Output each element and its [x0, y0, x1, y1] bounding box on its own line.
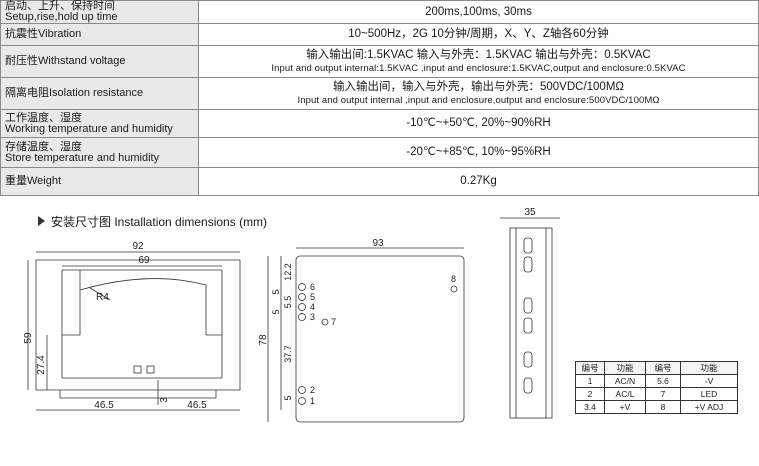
- dim-slot: 3: [159, 397, 170, 403]
- dim-5b: 5: [271, 309, 281, 314]
- dim-rail-width: 35: [524, 207, 536, 218]
- spec-label: 抗震性Vibration: [0, 23, 199, 46]
- pin-label: 7: [331, 317, 336, 327]
- dim-radius: R4: [96, 292, 109, 303]
- dim-width-total: 92: [132, 241, 144, 252]
- spec-value: 10~500Hz，2G 10分钟/周期，X、Y、Z轴各60分钟: [198, 23, 759, 46]
- rail-side-drawing: [500, 217, 560, 419]
- pin-table-header: 编号 功能 编号 功能: [575, 361, 738, 375]
- pin-table-cell: 8: [645, 400, 681, 414]
- spec-label-cn: 启动、上升、保持时间: [5, 0, 115, 12]
- spec-row-withstand: 耐压性Withstand voltage 输入输出间:1.5KVAC 输入与外壳…: [0, 45, 759, 78]
- pin-label: 3: [310, 312, 315, 322]
- dim-37-7: 37.7: [283, 345, 293, 363]
- spec-value: -20℃~+85℃, 10%~95%RH: [198, 137, 759, 168]
- spec-value-cn: 输入输出间，输入与外壳，输出与外壳：500VDC/100MΩ: [332, 80, 625, 93]
- spec-row-weight: 重量Weight 0.27Kg: [0, 167, 759, 196]
- pin-label: 1: [310, 396, 315, 406]
- pin-table-cell: +V ADJ: [680, 400, 738, 414]
- spec-label-cn: 工作温度、湿度: [5, 111, 82, 124]
- spec-value-en: Input and output internal ,input and enc…: [297, 94, 660, 106]
- pin-table-header-cell: 编号: [575, 361, 605, 375]
- spec-label-en: Weight: [27, 175, 62, 187]
- pin-table-cell: AC/N: [604, 374, 646, 388]
- pin-label: 8: [451, 274, 456, 284]
- pin-table-cell: 5.6: [645, 374, 681, 388]
- pin-label: 4: [310, 302, 315, 312]
- spec-label-en: Withstand voltage: [38, 55, 126, 67]
- spec-label-en: Working temperature and humidity: [5, 122, 173, 135]
- spec-label-cn: 存储温度、湿度: [5, 140, 82, 153]
- pin-table-cell: 7: [645, 387, 681, 401]
- dimensions-title-text: 安装尺寸图 Installation dimensions (mm): [51, 215, 268, 229]
- spec-value: 输入输出间:1.5KVAC 输入与外壳：1.5KVAC 输出与外壳：0.5KVA…: [198, 45, 759, 78]
- pin-table-header-cell: 功能: [680, 361, 738, 375]
- spec-value-cn: 输入输出间:1.5KVAC 输入与外壳：1.5KVAC 输出与外壳：0.5KVA…: [306, 48, 651, 61]
- spec-row-vibration: 抗震性Vibration 10~500Hz，2G 10分钟/周期，X、Y、Z轴各…: [0, 23, 759, 46]
- side-profile-drawing: [27, 251, 241, 411]
- pin-label: 5: [310, 292, 315, 302]
- spec-value: 200ms,100ms, 30ms: [198, 0, 759, 24]
- dimensions-title: 安装尺寸图 Installation dimensions (mm): [38, 213, 267, 230]
- triangle-bullet-icon: [38, 216, 45, 226]
- spec-label: 重量Weight: [0, 167, 199, 196]
- spec-row-isolation: 隔离电阻Isolation resistance 输入输出间，输入与外壳，输出与…: [0, 77, 759, 110]
- dim-front-width: 93: [372, 238, 384, 249]
- spec-value: 0.27Kg: [198, 167, 759, 196]
- spec-value-en: Input and output internal:1.5KVAC ,input…: [271, 62, 686, 74]
- pin-table-cell: -V: [680, 374, 738, 388]
- dim-right: 46.5: [187, 400, 207, 411]
- pin-table-row: 3.4 +V 8 +V ADJ: [575, 400, 738, 414]
- dim-left: 46.5: [94, 400, 114, 411]
- dim-5-5: 5.5: [283, 296, 293, 309]
- spec-label-cn: 耐压性: [5, 55, 38, 67]
- pin-table-row: 2 AC/L 7 LED: [575, 387, 738, 401]
- pin-label: 2: [310, 385, 315, 395]
- spec-label-en: Vibration: [38, 28, 82, 40]
- pin-table-header-cell: 编号: [645, 361, 681, 375]
- dim-5c: 5: [283, 395, 293, 400]
- dim-height-total: 59: [23, 332, 34, 344]
- spec-label-en: Isolation resistance: [49, 87, 144, 99]
- spec-label-cn: 重量: [5, 175, 27, 187]
- dim-5a: 5: [271, 289, 281, 294]
- dim-12-2: 12.2: [283, 263, 293, 281]
- pin-table-cell: LED: [680, 387, 738, 401]
- pin-table-header-cell: 功能: [604, 361, 646, 375]
- pin-label: 6: [310, 282, 315, 292]
- spec-label-en: Store temperature and humidity: [5, 151, 160, 164]
- pin-table-cell: 2: [575, 387, 605, 401]
- dim-width-inner: 69: [138, 255, 150, 266]
- dim-height-lower: 27.4: [36, 355, 47, 375]
- spec-label-cn: 隔离电阻: [5, 87, 49, 99]
- pin-table-cell: 1: [575, 374, 605, 388]
- spec-label-en: Setup,rise,hold up time: [5, 11, 118, 23]
- spec-label: 耐压性Withstand voltage: [0, 45, 199, 78]
- spec-label-cn: 抗震性: [5, 28, 38, 40]
- pin-table-cell: +V: [604, 400, 646, 414]
- pin-function-table: 编号 功能 编号 功能 1 AC/N 5.6 -V 2 AC/L 7 LED 3…: [575, 361, 738, 414]
- front-view-drawing: [267, 247, 465, 423]
- pin-table-cell: AC/L: [604, 387, 646, 401]
- pin-table-cell: 3.4: [575, 400, 605, 414]
- dim-front-height: 78: [258, 334, 269, 346]
- pin-table-row: 1 AC/N 5.6 -V: [575, 374, 738, 388]
